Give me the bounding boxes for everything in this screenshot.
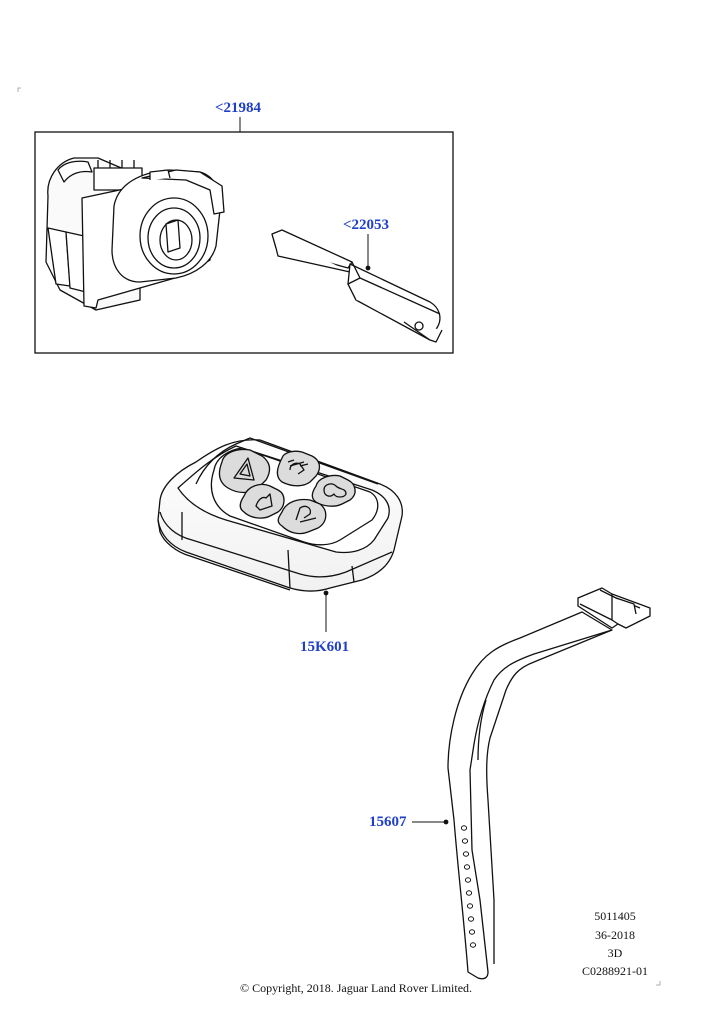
callout-wrist-strap[interactable]: 15607: [369, 814, 407, 830]
remote-key-fob[interactable]: [157, 437, 403, 592]
drawing-type: 3D: [607, 946, 623, 960]
copyright-notice: © Copyright, 2018. Jaguar Land Rover Lim…: [239, 981, 473, 995]
drawing-code: C0288921-01: [582, 964, 648, 978]
lock-set-frame: [34, 131, 454, 354]
drawing-date: 36-2018: [595, 928, 635, 942]
callout-key-blade[interactable]: <22053: [343, 217, 390, 233]
ignition-lock-cylinder[interactable]: [45, 157, 225, 311]
strap-holes: [460, 825, 477, 948]
wrist-strap[interactable]: [447, 587, 651, 980]
drawing-number: 5011405: [594, 909, 636, 923]
callout-lock-set[interactable]: <21984: [215, 100, 262, 116]
key-blade[interactable]: [271, 229, 443, 343]
callout-remote-fob[interactable]: 15K601: [300, 639, 350, 655]
